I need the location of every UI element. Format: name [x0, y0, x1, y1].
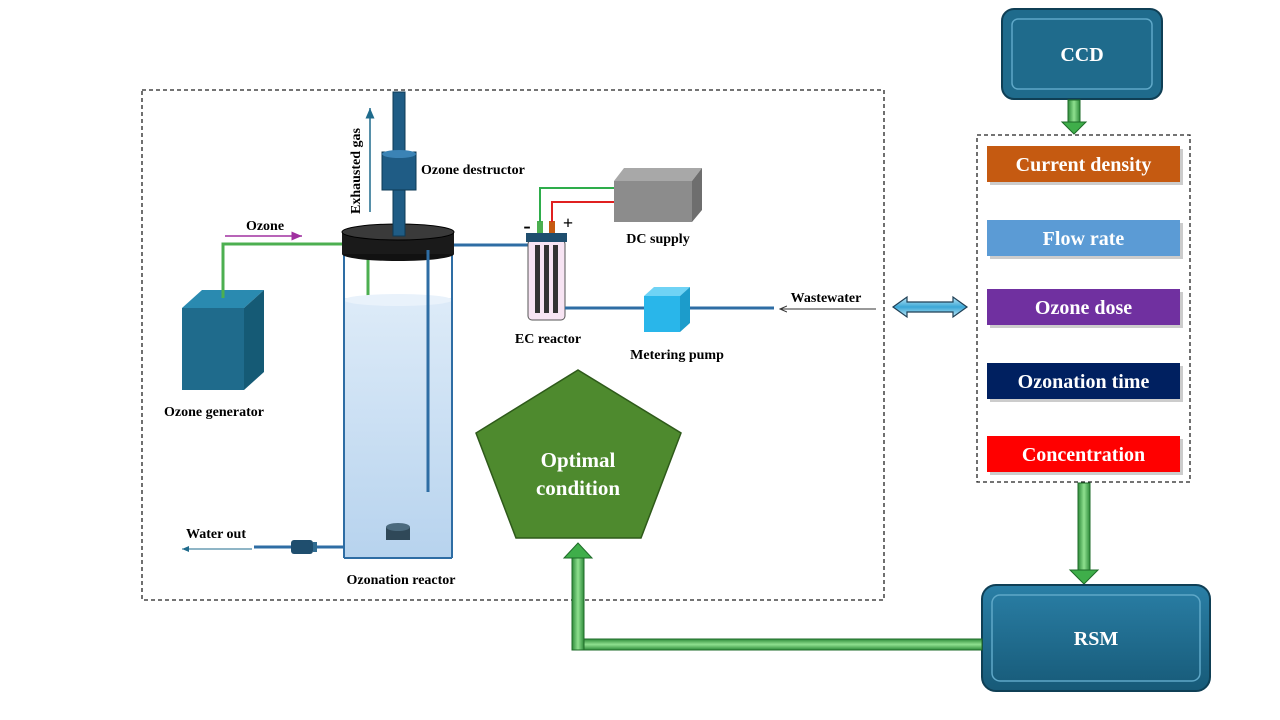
ozone-destructor-label: Ozone destructor: [421, 163, 525, 178]
optimal-label-line2: condition: [536, 476, 620, 500]
dc-wire-negative: [539, 187, 616, 222]
factor-box-fill: [987, 289, 1180, 325]
ozonation-reactor: Ozonation reactor: [341, 223, 456, 588]
factor-label: Ozone dose: [1035, 297, 1132, 319]
rsm-to-optimal-arrow: [562, 542, 983, 651]
factors-frame: [976, 134, 1191, 483]
rsm-label: RSM: [1074, 628, 1119, 650]
ccd-to-factors-arrow: [1060, 99, 1088, 135]
setup-frame: [141, 89, 885, 601]
ec-minus-label: -: [523, 213, 530, 238]
dc-supply: DC supply: [614, 168, 702, 247]
ozone-generator-label: Ozone generator: [164, 405, 264, 420]
factor-label: Flow rate: [1043, 228, 1125, 250]
factor-box-fill: [987, 220, 1180, 256]
ozone-label: Ozone: [246, 219, 284, 234]
factor-label: Current density: [1016, 154, 1152, 176]
factor-box: Concentration: [987, 436, 1183, 475]
ccd-box: CCD: [1001, 8, 1163, 100]
ec-reactor: - + EC reactor: [515, 213, 581, 347]
exhausted-gas-label: Exhausted gas: [349, 127, 364, 214]
ozone-generator: Ozone generator: [164, 290, 264, 420]
ec-reactor-label: EC reactor: [515, 332, 581, 347]
factor-label: Concentration: [1022, 444, 1145, 466]
wastewater-label: Wastewater: [791, 291, 862, 306]
optimal-label-line1: Optimal: [541, 448, 616, 472]
factor-label: Ozonation time: [1018, 371, 1150, 393]
factor-box-fill: [987, 146, 1180, 182]
rsm-box: RSM: [981, 584, 1211, 692]
ozone-destructor: Ozone destructor: [381, 91, 525, 237]
water-out-label: Water out: [186, 527, 246, 542]
factors-to-rsm-arrow: [1068, 482, 1100, 585]
factor-box: Flow rate: [987, 220, 1183, 259]
water-out-outlet: Water out: [182, 527, 344, 554]
metering-pump-label: Metering pump: [630, 348, 724, 363]
metering-pump: Metering pump: [630, 287, 724, 363]
dc-wire-positive: [551, 201, 616, 222]
factor-box: Ozonation time: [987, 363, 1183, 402]
factor-box-fill: [987, 363, 1180, 399]
factor-box: Current density: [987, 146, 1183, 185]
optimal-condition-pentagon: Optimal condition: [475, 369, 682, 539]
double-arrow: [891, 295, 969, 319]
ec-plus-label: +: [563, 213, 573, 233]
ccd-label: CCD: [1060, 44, 1103, 66]
factor-box: Ozone dose: [987, 289, 1183, 328]
ozonation-reactor-label: Ozonation reactor: [347, 573, 456, 588]
dc-supply-label: DC supply: [626, 232, 689, 247]
factor-box-fill: [987, 436, 1180, 472]
